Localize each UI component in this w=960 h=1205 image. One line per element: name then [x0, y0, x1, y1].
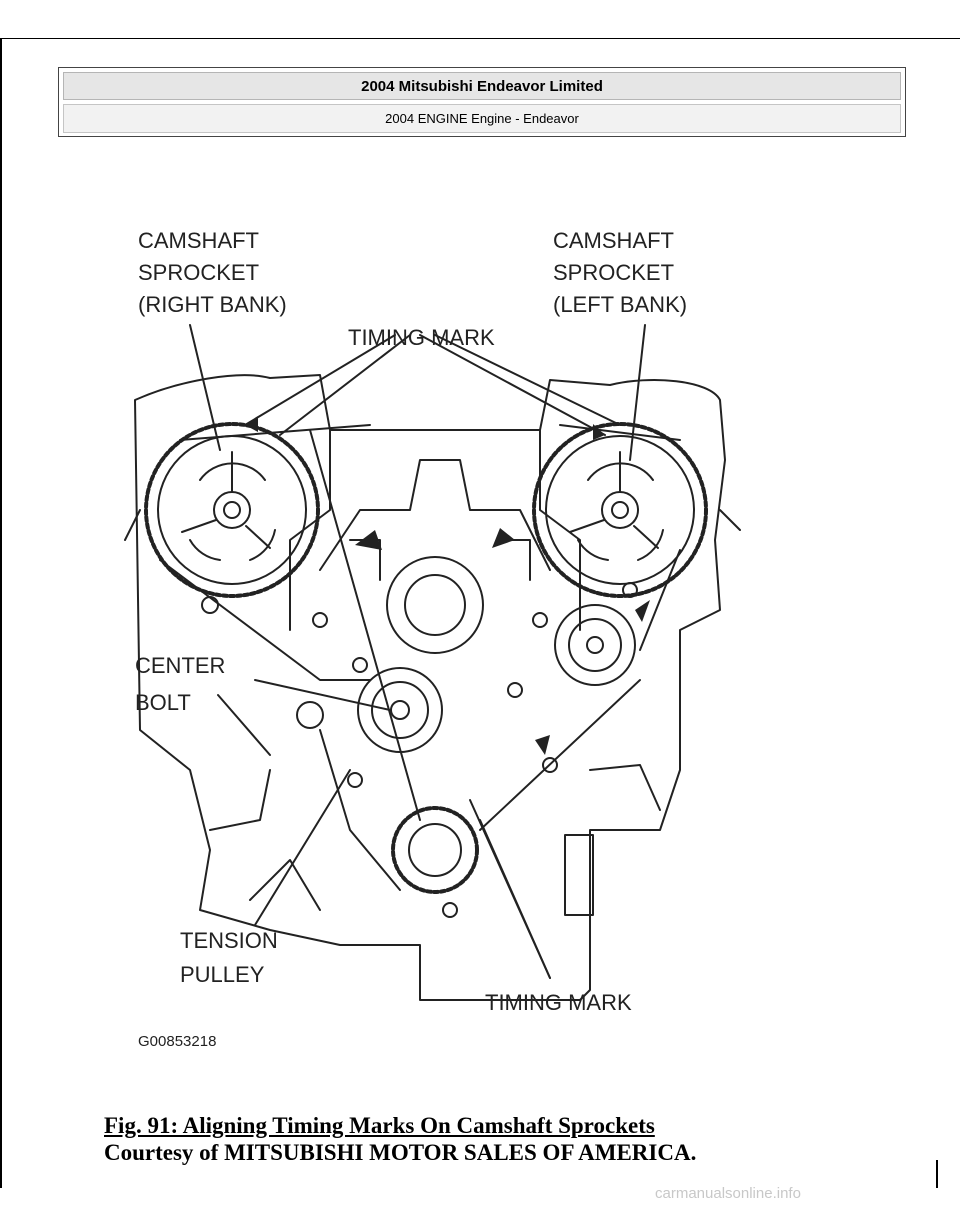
label-camshaft-left-1: CAMSHAFT [553, 228, 674, 253]
engine-timing-figure: CAMSHAFT SPROCKET (RIGHT BANK) CAMSHAFT … [120, 210, 760, 1065]
label-figure-code: G00853218 [138, 1033, 216, 1050]
header-title: 2004 Mitsubishi Endeavor Limited [63, 72, 901, 100]
engine-timing-diagram: CAMSHAFT SPROCKET (RIGHT BANK) CAMSHAFT … [124, 228, 741, 1050]
label-timing-mark-bottom: TIMING MARK [485, 990, 632, 1015]
label-camshaft-left-3: (LEFT BANK) [553, 292, 687, 317]
document-header: 2004 Mitsubishi Endeavor Limited 2004 EN… [58, 67, 906, 137]
page-border-top [0, 38, 960, 39]
figure-caption-title: Fig. 91: Aligning Timing Marks On Camsha… [104, 1113, 655, 1138]
page-border-right [936, 1160, 938, 1188]
page-border-left [0, 38, 2, 1188]
label-camshaft-left-2: SPROCKET [553, 260, 674, 285]
label-tension-pulley-1: TENSION [180, 928, 278, 953]
label-center-bolt-2: BOLT [135, 690, 191, 715]
header-subtitle: 2004 ENGINE Engine - Endeavor [63, 104, 901, 133]
figure-caption: Fig. 91: Aligning Timing Marks On Camsha… [104, 1112, 696, 1166]
label-camshaft-right-2: SPROCKET [138, 260, 259, 285]
figure-caption-courtesy: Courtesy of MITSUBISHI MOTOR SALES OF AM… [104, 1140, 697, 1165]
label-timing-mark-top: TIMING MARK [348, 325, 495, 350]
label-camshaft-right-1: CAMSHAFT [138, 228, 259, 253]
label-center-bolt-1: CENTER [135, 653, 225, 678]
label-tension-pulley-2: PULLEY [180, 962, 265, 987]
watermark: carmanualsonline.info [655, 1185, 801, 1202]
label-camshaft-right-3: (RIGHT BANK) [138, 292, 287, 317]
